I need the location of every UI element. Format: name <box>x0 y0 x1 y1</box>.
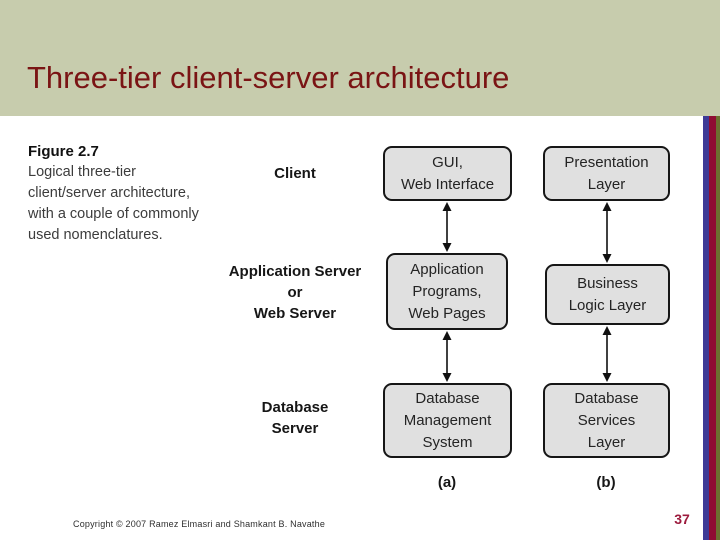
box-line: Web Interface <box>400 175 495 193</box>
tier-label-line: Database <box>261 399 329 416</box>
figure-caption-line: Logical three-tier <box>28 164 136 180</box>
box-line: Layer <box>587 433 626 451</box>
box-line: Layer <box>587 175 626 193</box>
diagram-box-database-services-layer: Database Services Layer <box>543 383 670 458</box>
figure-caption-line: with a couple of commonly <box>28 206 199 222</box>
double-arrow-icon <box>442 331 452 382</box>
figure-caption-line: used nomenclatures. <box>28 227 163 243</box>
edge-stripe-olive <box>716 116 720 540</box>
box-line: Programs, <box>412 282 482 300</box>
box-line: Logic Layer <box>568 296 647 314</box>
box-line: Database <box>574 389 639 407</box>
box-line: Presentation <box>564 153 649 171</box>
figure-caption-line: client/server architecture, <box>28 185 190 201</box>
box-line: Application <box>410 260 484 278</box>
diagram-box-application-programs: Application Programs, Web Pages <box>386 253 508 330</box>
box-line: GUI, <box>432 153 463 171</box>
subfigure-label-a: (a) <box>437 474 457 491</box>
tier-label-line: Server <box>271 420 319 437</box>
diagram-box-presentation-layer: Presentation Layer <box>543 146 670 201</box>
double-arrow-icon <box>602 202 612 263</box>
double-arrow-icon <box>602 326 612 382</box>
tier-label-application-server: Application Server or Web Server <box>203 261 387 324</box>
diagram-box-gui-web-interface: GUI, Web Interface <box>383 146 512 201</box>
tier-label-line: Client <box>274 165 316 182</box>
box-line: Web Pages <box>408 304 486 322</box>
box-line: Services <box>577 411 636 429</box>
tier-label-line: Application Server <box>228 263 362 280</box>
edge-stripe-blue <box>703 116 709 540</box>
diagram-box-database-management-system: Database Management System <box>383 383 512 458</box>
tier-label-line: Web Server <box>253 305 337 322</box>
figure-caption-title: Figure 2.7 <box>28 143 99 160</box>
subfigure-label-b: (b) <box>596 474 616 491</box>
box-line: Database <box>415 389 480 407</box>
diagram-box-business-logic-layer: Business Logic Layer <box>545 264 670 325</box>
tier-label-line: or <box>287 284 303 301</box>
box-line: Business <box>577 274 638 292</box>
double-arrow-icon <box>442 202 452 252</box>
slide-title: Three-tier client-server architecture <box>27 60 510 95</box>
tier-label-database-server: Database Server <box>213 397 377 439</box>
box-line: Management <box>403 411 492 429</box>
edge-stripe-crimson <box>709 116 716 540</box>
box-line: System <box>422 433 473 451</box>
page-number: 37 <box>674 511 690 527</box>
footer-copyright: Copyright © 2007 Ramez Elmasri and Shamk… <box>73 519 326 529</box>
slide-header-band <box>0 0 720 116</box>
figure-caption: Figure 2.7 Logical three-tier client/ser… <box>28 141 238 246</box>
tier-label-client: Client <box>215 163 375 184</box>
